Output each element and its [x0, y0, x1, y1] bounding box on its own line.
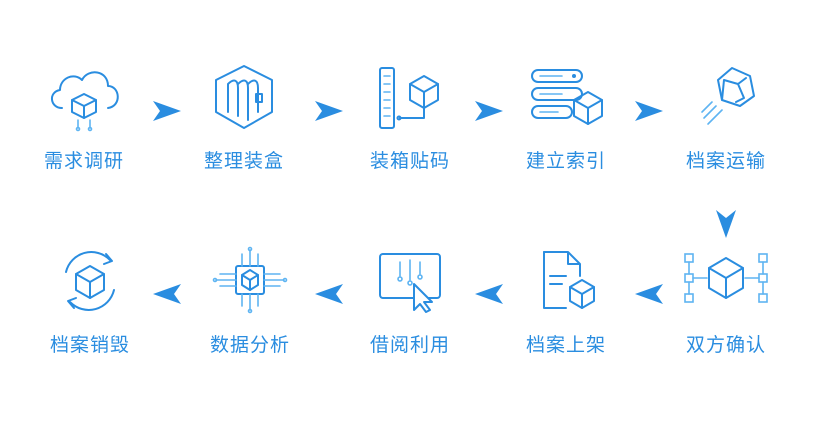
step-label: 需求调研 — [43, 150, 124, 172]
server-stack-cube-icon — [531, 69, 603, 125]
step-archive-shelving: 档案上架 — [506, 246, 626, 357]
arrow-left-icon — [315, 284, 343, 304]
arrow-right-icon — [315, 101, 343, 121]
arrow-right-icon — [635, 101, 663, 121]
step-label: 档案销毁 — [49, 334, 130, 356]
arrow-left-icon — [475, 284, 503, 304]
moving-cube-icon — [701, 67, 755, 125]
step-label: 档案运输 — [685, 150, 766, 172]
label-cube-icon — [379, 67, 439, 129]
arrow-down-icon — [716, 210, 736, 238]
arrow-left-icon — [153, 284, 181, 304]
step-archive-destruction: 档案销毁 — [30, 246, 150, 357]
step-archive-transport: 档案运输 — [666, 62, 786, 173]
step-label: 数据分析 — [209, 334, 290, 356]
recycle-cube-icon — [65, 251, 115, 311]
step-label: 装箱贴码 — [369, 150, 450, 172]
step-label: 借阅利用 — [369, 334, 450, 356]
document-cube-icon — [543, 251, 595, 309]
arrow-right-icon — [153, 101, 181, 121]
step-borrow-and-use: 借阅利用 — [350, 246, 470, 357]
file-box-icon — [215, 65, 273, 129]
step-requirement-research: 需求调研 — [24, 62, 144, 173]
step-label: 整理装盒 — [203, 150, 284, 172]
chip-network-icon — [212, 246, 288, 314]
step-build-index: 建立索引 — [506, 62, 626, 173]
step-sort-and-box: 整理装盒 — [184, 62, 304, 173]
connected-cube-icon — [684, 253, 768, 303]
step-label: 建立索引 — [525, 150, 606, 172]
arrow-right-icon — [475, 101, 503, 121]
cloud-cube-icon — [51, 71, 119, 132]
step-mutual-confirmation: 双方确认 — [666, 246, 786, 357]
step-label: 档案上架 — [525, 334, 606, 356]
screen-cursor-icon — [379, 253, 441, 313]
arrow-left-icon — [635, 284, 663, 304]
step-label: 双方确认 — [685, 334, 766, 356]
step-data-analysis: 数据分析 — [190, 246, 310, 357]
step-pack-and-label: 装箱贴码 — [350, 62, 470, 173]
